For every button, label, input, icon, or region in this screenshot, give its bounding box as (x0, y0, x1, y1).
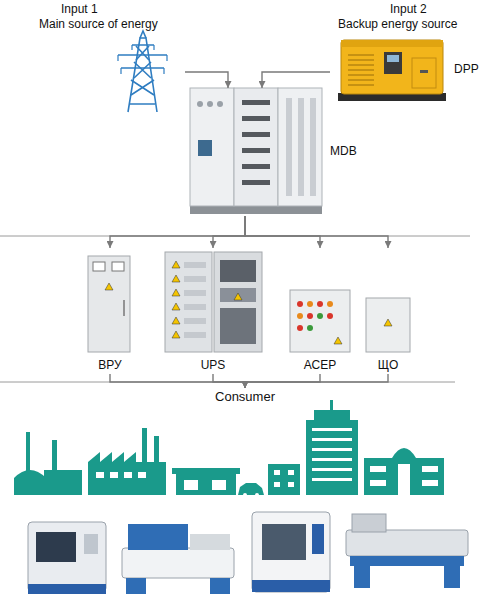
main-distribution-board (190, 88, 322, 214)
node-label: ЩО (378, 358, 399, 373)
node-label: DPP (454, 62, 479, 77)
generator (338, 40, 446, 101)
cabinet-ups (165, 252, 262, 352)
flow-arrow (213, 374, 245, 388)
flow-arrow (262, 72, 330, 88)
city-windows (96, 428, 438, 497)
diagram-node: ЩО (362, 248, 414, 374)
node-label: Input 2 (390, 2, 427, 17)
cabinet-acep (290, 290, 350, 352)
flow-arrow (185, 72, 228, 88)
machine-tools (28, 512, 468, 594)
flow-arrow (245, 374, 388, 388)
power-tower (118, 31, 167, 112)
node-label: Consumer (215, 389, 275, 404)
diagram-node: Input 1Main source of energy (35, 2, 185, 114)
diagram-node: АСЕР (284, 248, 356, 374)
flow-arrow (245, 216, 388, 248)
flow-arrow (110, 216, 245, 248)
city-skyline (14, 400, 444, 495)
diagram-node: Consumer (190, 388, 300, 406)
node-label: MDB (330, 144, 357, 159)
diagram-node: MDB (188, 88, 366, 216)
node-label: Backup energy source (338, 17, 457, 32)
node-label: UPS (201, 358, 226, 373)
node-label: АСЕР (304, 358, 336, 373)
flow-arrow (213, 216, 245, 248)
cabinet-sho (366, 298, 410, 352)
diagram-node: Input 2Backup energy sourceDPP (330, 2, 492, 106)
diagram-node: ВРУ (78, 248, 142, 374)
flow-arrow (245, 374, 320, 388)
node-label: ВРУ (98, 358, 121, 373)
node-label: Input 1 (61, 2, 98, 17)
node-label: Main source of energy (39, 17, 158, 32)
flow-arrow (110, 374, 245, 388)
cabinet-vru (88, 256, 130, 352)
separator-line (0, 236, 470, 382)
diagram-node: UPS (160, 248, 266, 374)
flow-arrow (245, 216, 320, 248)
